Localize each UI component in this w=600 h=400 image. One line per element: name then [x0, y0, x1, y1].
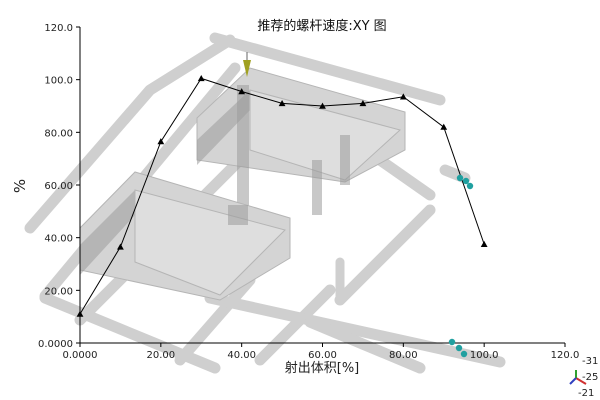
y-tick-label: 80.00 [44, 128, 73, 139]
data-point-marker [399, 93, 407, 100]
series-layer [76, 74, 488, 317]
x-tick-label: 0.0000 [63, 350, 98, 361]
data-point-marker [440, 123, 448, 130]
y-axis-ticks: 0.0000 20.00 40.00 60.00 80.00 100.0 120.0 [38, 23, 80, 350]
x-tick-label: 120.0 [551, 350, 580, 361]
y-tick-label: 0.0000 [38, 339, 73, 350]
x-axis-label: 射出体积[%] [285, 360, 360, 376]
mould-model-background [24, 32, 506, 374]
y-tick-label: 20.00 [44, 286, 73, 297]
data-point-marker [319, 102, 326, 109]
data-point-marker [480, 240, 488, 247]
y-tick-label: 100.0 [44, 76, 73, 87]
y-tick-label: 40.00 [44, 234, 73, 245]
x-tick-label: 60.00 [308, 350, 337, 361]
data-point-marker [197, 74, 205, 82]
corner-readout-line-3: -21 [578, 388, 594, 399]
x-tick-label: 20.00 [147, 350, 176, 361]
x-tick-label: 100.0 [470, 350, 499, 361]
x-axis-ticks: 0.0000 20.00 40.00 60.00 80.00 100.0 120.0 [63, 343, 580, 361]
y-tick-label: 120.0 [44, 23, 73, 34]
axis-orientation-triad [569, 370, 587, 385]
data-point-marker [238, 88, 246, 95]
data-point-marker [359, 99, 367, 107]
data-point-marker [117, 243, 124, 250]
y-tick-label: 60.00 [44, 181, 73, 192]
data-point-marker [76, 310, 84, 317]
y-axis-label: % [11, 179, 29, 193]
data-point-marker [278, 99, 286, 107]
vent-markers [448, 174, 474, 358]
x-tick-label: 40.00 [227, 350, 256, 361]
chart-title: 推荐的螺杆速度:XY 图 [257, 18, 386, 34]
axes: 0.0000 20.00 40.00 60.00 80.00 100.0 120.0 0.0… [38, 23, 579, 361]
data-point-marker [157, 138, 165, 145]
injection-gate-marker [243, 52, 251, 77]
corner-readout-line-1: -31 [582, 356, 598, 367]
corner-readout-line-2: -25 [582, 372, 598, 383]
x-tick-label: 80.00 [389, 350, 418, 361]
